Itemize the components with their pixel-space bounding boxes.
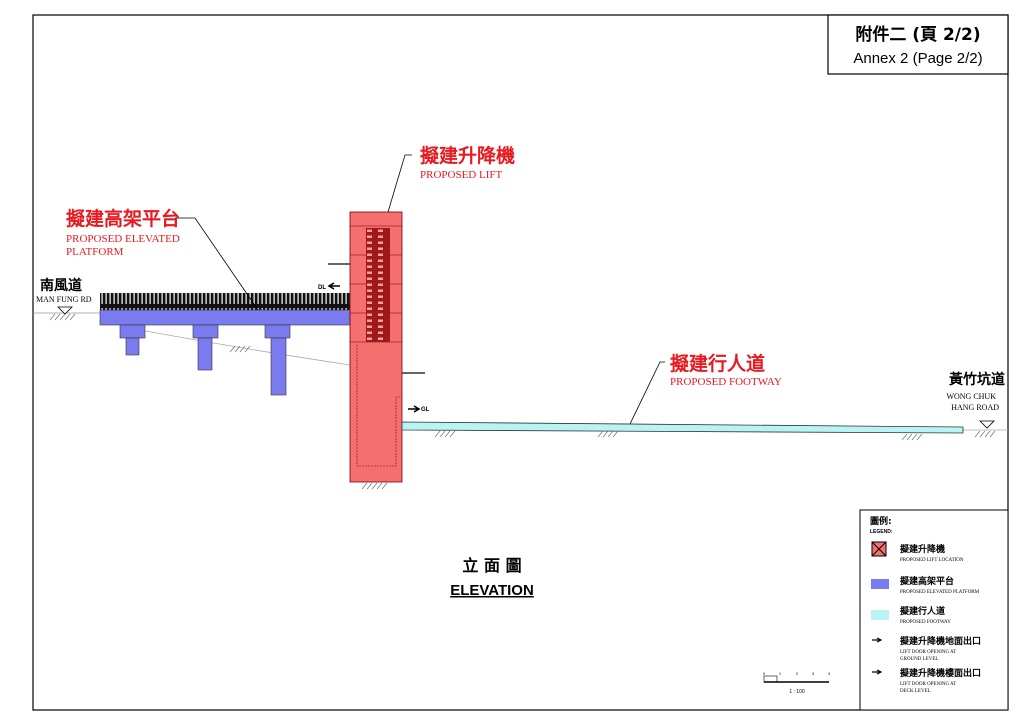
road-left-cn: 南風道 (40, 277, 82, 294)
svg-text:GROUND LEVEL: GROUND LEVEL (900, 657, 938, 662)
svg-text:擬建行人道: 擬建行人道 (900, 605, 945, 617)
road-right-cn: 黃竹坑道 (948, 371, 1005, 388)
road-right-en-2: HANG ROAD (951, 403, 999, 412)
legend-title-cn: 圖例: (870, 515, 892, 527)
footway-legend-icon (871, 610, 889, 620)
platform-legend-icon (871, 579, 889, 589)
svg-text:擬建升降機: 擬建升降機 (900, 543, 945, 555)
svg-text:DECK LEVEL: DECK LEVEL (900, 689, 931, 694)
svg-text:0: 0 (763, 671, 766, 676)
platform-deck (99, 309, 351, 326)
ground-slope (139, 329, 351, 366)
road-left-en: MAN FUNG RD (36, 295, 92, 304)
platform-leader-line (175, 217, 259, 311)
lift-label-cn: 擬建升降機 (420, 144, 515, 167)
gl-marker: GL (421, 407, 430, 413)
ground-hatches (49, 313, 996, 490)
pier-cap (264, 324, 291, 339)
footway-label-en: PROPOSED FOOTWAY (670, 376, 782, 388)
svg-text:擬建升降機樓面出口: 擬建升降機樓面出口 (900, 667, 981, 679)
scale-bar: 0 1 2 3 4 1 : 100 (763, 671, 831, 695)
legend: 圖例: LEGEND: 擬建升降機 PROPOSED LIFT LOCATION… (859, 509, 1009, 711)
svg-text:PROPOSED FOOTWAY: PROPOSED FOOTWAY (900, 620, 951, 625)
svg-text:2: 2 (796, 671, 799, 676)
pier-cap (119, 324, 146, 339)
pier-column (197, 337, 213, 371)
svg-text:LIFT DOOR OPENING AT: LIFT DOOR OPENING AT (900, 650, 956, 655)
svg-text:擬建升降機地面出口: 擬建升降機地面出口 (900, 635, 981, 647)
footway (401, 421, 964, 434)
title-block (827, 14, 1009, 75)
platform-railing (100, 293, 350, 310)
pier-column (125, 337, 140, 356)
svg-text:LIFT DOOR OPENING AT: LIFT DOOR OPENING AT (900, 682, 956, 687)
pier-cap (192, 324, 219, 339)
svg-text:3: 3 (812, 671, 815, 676)
drawing-frame (32, 14, 1009, 711)
svg-text:擬建高架平台: 擬建高架平台 (900, 575, 954, 587)
legend-title-en: LEGEND: (870, 529, 893, 535)
lift-label-en: PROPOSED LIFT (420, 169, 502, 181)
arrow-dl-legend-icon (872, 669, 883, 675)
arrow-gl-legend-icon (872, 637, 883, 643)
svg-text:4: 4 (828, 671, 831, 676)
road-right-en-1: WONG CHUK (946, 392, 996, 401)
elevated-platform (99, 293, 351, 396)
platform-label-en-2: PLATFORM (66, 246, 124, 258)
lift-shaft (366, 228, 390, 342)
footway-leader-line (629, 361, 665, 425)
pier-column (270, 337, 287, 396)
footway-label-cn: 擬建行人道 (670, 352, 765, 375)
view-title-cn: 立 面 圖 (462, 556, 521, 575)
view-title-en: ELEVATION (450, 582, 534, 599)
platform-label-cn: 擬建高架平台 (66, 207, 180, 230)
lift-tower (328, 211, 425, 483)
scale-text: 1 : 100 (789, 689, 805, 695)
level-marker-icon (57, 306, 73, 315)
level-marker-icon (979, 420, 995, 429)
svg-text:1: 1 (779, 671, 782, 676)
dl-marker: DL (318, 285, 326, 291)
lift-leader-line (387, 154, 412, 213)
annex-title-cn: 附件二 (頁 2/2) (855, 24, 980, 45)
svg-text:PROPOSED LIFT LOCATION: PROPOSED LIFT LOCATION (900, 558, 964, 563)
svg-text:PROPOSED ELEVATED PLATFORM: PROPOSED ELEVATED PLATFORM (900, 590, 980, 595)
annex-title-en: Annex 2 (Page 2/2) (853, 50, 982, 67)
arrow-gl-icon (408, 405, 421, 413)
arrow-dl-icon (327, 282, 340, 290)
platform-label-en-1: PROPOSED ELEVATED (66, 233, 180, 245)
